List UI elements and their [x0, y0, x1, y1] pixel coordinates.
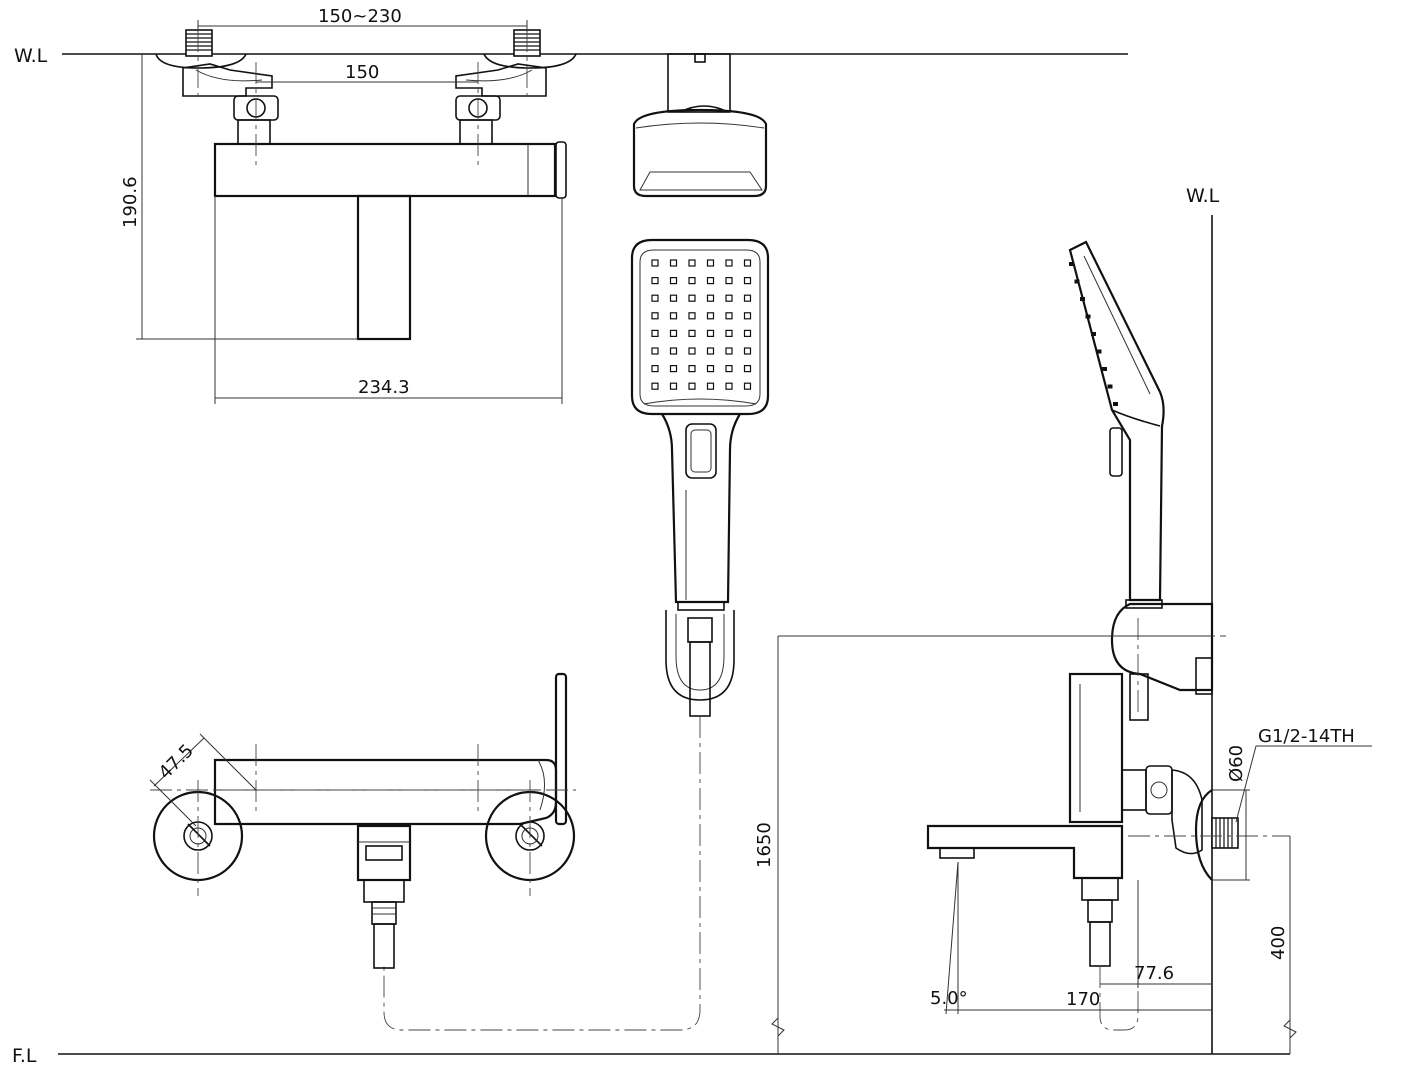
- side-nozzle: [1113, 402, 1118, 406]
- dim-handle-offset: 47.5: [155, 740, 198, 783]
- nozzle: [651, 294, 659, 302]
- side-nozzle: [1080, 297, 1085, 301]
- dim-inlet-spacing-range: 150~230: [318, 6, 402, 27]
- dim-body-width: 234.3: [358, 377, 410, 398]
- nozzle: [706, 382, 715, 390]
- nozzle: [743, 329, 752, 337]
- side-nozzles: [1069, 262, 1118, 406]
- side-nozzle: [1102, 367, 1107, 371]
- nozzle: [743, 382, 752, 390]
- nozzle: [669, 382, 678, 390]
- nozzle: [688, 329, 696, 337]
- nozzle: [688, 259, 696, 267]
- nozzle: [743, 277, 752, 285]
- nozzle: [743, 294, 752, 302]
- nozzle: [706, 277, 715, 285]
- dim-spout-offset: 77.6: [1134, 963, 1174, 984]
- floor-line-label: F.L: [12, 1045, 37, 1067]
- nozzle: [725, 365, 733, 373]
- side-elevation: 1650 Ø60 G1/2-14TH 400 77.6 170 5.0°: [754, 240, 1372, 1054]
- nozzle: [725, 329, 733, 337]
- floor-line: F.L: [12, 1045, 1290, 1067]
- nozzle: [669, 294, 678, 302]
- nozzle: [688, 347, 696, 355]
- nozzle-grid: [651, 259, 752, 390]
- wall-bracket-front: [632, 53, 768, 198]
- thread-spec-label: G1/2-14TH: [1258, 726, 1355, 747]
- nozzle: [651, 329, 659, 337]
- nozzle: [725, 382, 733, 390]
- nozzle: [725, 277, 733, 285]
- nozzle: [706, 294, 715, 302]
- side-nozzle: [1074, 279, 1080, 284]
- nozzle: [725, 259, 733, 267]
- nozzle: [706, 329, 715, 337]
- top-view: 150~230 150 190.6 234.3: [120, 6, 577, 404]
- nozzle: [688, 277, 696, 285]
- nozzle: [706, 259, 715, 267]
- dim-outlet-height: 400: [1268, 926, 1289, 960]
- wall-line-side-label: W.L: [1186, 185, 1220, 207]
- nozzle: [743, 365, 752, 373]
- hand-shower-front: [383, 238, 770, 1031]
- side-nozzle: [1085, 314, 1091, 319]
- wall-line-top-label: W.L: [14, 45, 48, 67]
- nozzle: [725, 312, 733, 320]
- nozzle: [651, 382, 659, 390]
- nozzle: [725, 294, 733, 302]
- nozzle: [669, 277, 678, 285]
- left-inlet-thread: [185, 29, 213, 57]
- nozzle: [669, 312, 678, 320]
- dim-diameter: Ø60: [1226, 745, 1247, 782]
- side-nozzle: [1107, 384, 1113, 389]
- nozzle: [706, 347, 715, 355]
- nozzle: [688, 382, 696, 390]
- nozzle: [651, 312, 659, 320]
- nozzle: [669, 329, 678, 337]
- dim-spout-angle: 5.0°: [930, 988, 968, 1009]
- dim-mount-height: 1650: [754, 822, 775, 868]
- nozzle: [688, 365, 696, 373]
- nozzle: [688, 312, 696, 320]
- wall-line-side: W.L: [1186, 185, 1220, 1054]
- nozzle: [651, 365, 659, 373]
- nozzle: [688, 294, 696, 302]
- dim-inlet-spacing: 150: [345, 62, 379, 83]
- side-nozzle: [1096, 349, 1102, 354]
- front-elevation: 47.5: [149, 672, 576, 969]
- wall-line-top: W.L: [14, 45, 1128, 67]
- nozzle: [706, 365, 715, 373]
- nozzle: [706, 312, 715, 320]
- nozzle: [651, 347, 659, 355]
- dim-spout-projection: 170: [1066, 989, 1100, 1010]
- dim-body-height: 190.6: [120, 176, 141, 228]
- nozzle: [725, 347, 733, 355]
- nozzle: [743, 312, 752, 320]
- side-nozzle: [1091, 332, 1096, 336]
- nozzle: [651, 259, 659, 267]
- nozzle: [743, 347, 752, 355]
- nozzle: [743, 259, 752, 267]
- nozzle: [669, 259, 678, 267]
- nozzle: [669, 347, 678, 355]
- nozzle: [669, 365, 678, 373]
- nozzle: [651, 277, 659, 285]
- side-nozzle: [1069, 262, 1074, 266]
